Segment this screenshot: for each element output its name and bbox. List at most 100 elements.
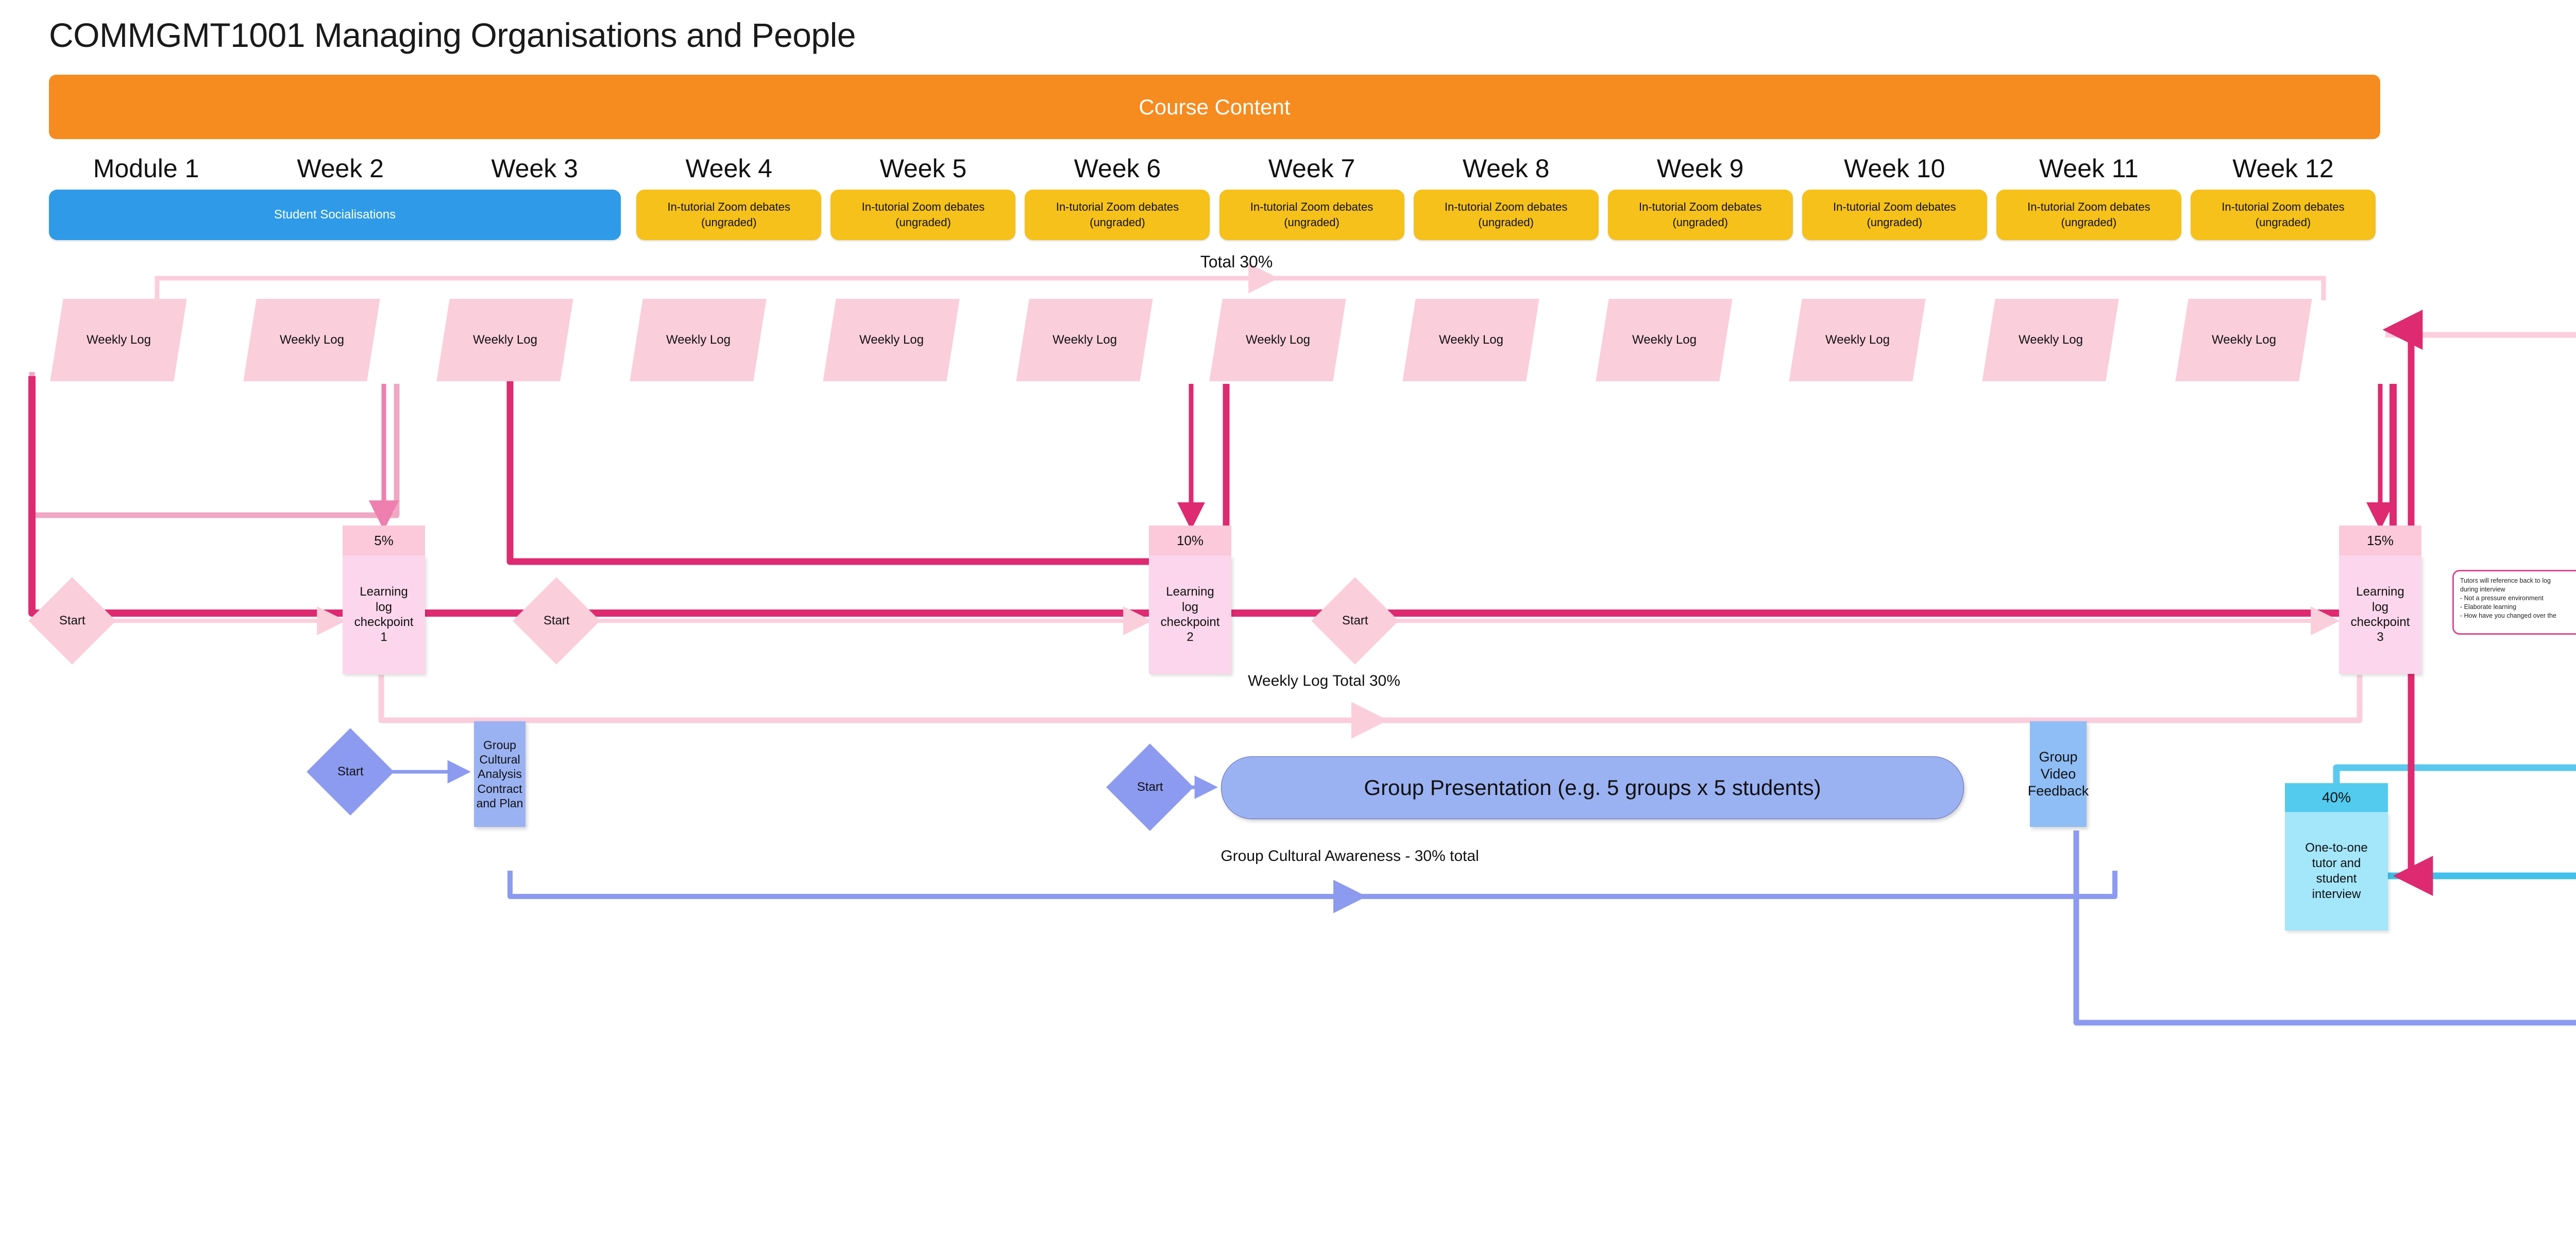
- week-label-2: Week 2: [297, 154, 384, 183]
- weekly-log-label: Weekly Log: [472, 333, 537, 347]
- zoom-debate-line-1: In-tutorial Zoom debates: [1250, 200, 1374, 214]
- start-diamond-1: Start: [28, 577, 116, 665]
- zoom-debate-box-week-6: In-tutorial Zoom debates (ungraded): [1025, 190, 1210, 240]
- zoom-debate-line-1: In-tutorial Zoom debates: [1638, 200, 1762, 214]
- start-diamond-3: Start: [1311, 577, 1399, 665]
- weekly-log-6: Weekly Log: [1016, 299, 1153, 381]
- zoom-debate-box-week-5: In-tutorial Zoom debates(ungraded): [831, 190, 1016, 240]
- weekly-log-label: Weekly Log: [1438, 333, 1503, 347]
- gca-line-3: Analysis: [478, 767, 522, 781]
- week-label-6: Week 6: [1074, 154, 1161, 183]
- zoom-debate-line-2: (ungraded): [1867, 216, 1923, 229]
- weekly-log-label: Weekly Log: [1245, 333, 1310, 347]
- group-video-feedback-box: Group Video Feedback: [2027, 721, 2089, 827]
- weekly-log-10: Weekly Log: [1789, 299, 1926, 381]
- zoom-debate-line-2: (ungraded): [1672, 216, 1728, 229]
- weekly-log-11: Weekly Log: [1982, 299, 2119, 381]
- weekly-log-3: Weekly Log: [436, 299, 573, 381]
- start-label: Start: [1137, 780, 1163, 794]
- zoom-debate-line-2: (ungraded): [2255, 216, 2311, 229]
- weekly-log-12: Weekly Log: [2175, 299, 2312, 381]
- oto-line-2: tutor and: [2312, 856, 2361, 870]
- weekly-log-label: Weekly Log: [2211, 333, 2276, 347]
- weekly-log-5: Weekly Log: [823, 299, 960, 381]
- start-label: Start: [1342, 614, 1368, 628]
- checkpoint-3-line-2: log: [2371, 600, 2389, 614]
- tutor-note-callout: Tutors will reference back to log during…: [2452, 570, 2576, 635]
- checkpoint-1-line-3: checkpoint: [354, 615, 414, 629]
- tutor-note-line-3: - Not a pressure environment: [2460, 594, 2544, 602]
- group-presentation-box: Group Presentation (e.g. 5 groups x 5 st…: [1221, 756, 1964, 819]
- one-to-one-percentage: 40%: [2285, 783, 2388, 812]
- start-diamond-group-cultural: Start: [307, 728, 394, 816]
- zoom-debate-line-1: In-tutorial Zoom debates: [1444, 200, 1568, 214]
- gca-line-2: Cultural: [479, 753, 520, 767]
- zoom-debate-line-2: (ungraded): [701, 216, 757, 229]
- one-to-one-interview-card: 40% One-to-one tutor and student intervi…: [2285, 783, 2388, 930]
- zoom-debate-line-2: (ungraded): [895, 216, 951, 229]
- checkpoint-1-line-2: log: [375, 600, 393, 614]
- week-label-1: Module 1: [93, 154, 199, 183]
- week-label-3: Week 3: [491, 154, 578, 183]
- weekly-log-label: Weekly Log: [2018, 333, 2083, 347]
- checkpoint-percentage-1: 5%: [343, 526, 425, 555]
- zoom-debate-line-1: In-tutorial Zoom debates: [667, 200, 791, 214]
- week-label-9: Week 9: [1656, 154, 1744, 183]
- weekly-log-1: Weekly Log: [50, 299, 187, 381]
- checkpoint-1-line-4: 1: [380, 630, 387, 645]
- start-label: Start: [59, 614, 86, 628]
- zoom-debate-line-1: In-tutorial Zoom debates: [2222, 200, 2345, 214]
- checkpoint-3-line-1: Learning: [2356, 585, 2404, 599]
- week-label-10: Week 10: [1844, 154, 1945, 183]
- zoom-debate-line-1: In-tutorial Zoom debates: [2027, 200, 2150, 214]
- zoom-debate-line-2: (ungraded): [1090, 216, 1145, 229]
- tutor-note-line-2: during interview: [2460, 585, 2505, 593]
- checkpoint-2-line-4: 2: [1187, 630, 1194, 645]
- gvid-line-3: Feedback: [2027, 783, 2089, 799]
- tutor-note-line-5: - How have you changed over the: [2460, 612, 2556, 619]
- total-30-label: Total 30%: [1200, 252, 1273, 271]
- zoom-debate-box-week-11: In-tutorial Zoom debates (ungraded): [1996, 190, 2181, 240]
- page-title: COMMGMT1001 Managing Organisations and P…: [49, 16, 856, 54]
- zoom-debate-line-2: (ungraded): [1284, 216, 1340, 229]
- weekly-log-label: Weekly Log: [1632, 333, 1697, 347]
- weekly-log-9: Weekly Log: [1596, 299, 1733, 381]
- start-diamond-group-presentation: Start: [1106, 743, 1194, 831]
- checkpoint-2-line-2: log: [1181, 600, 1199, 614]
- week-label-12: Week 12: [2232, 154, 2334, 183]
- week-label-7: Week 7: [1268, 154, 1355, 183]
- zoom-debate-box-week-10: In-tutorial Zoom debates (ungraded): [1802, 190, 1987, 240]
- checkpoint-3-line-4: 3: [2377, 630, 2384, 645]
- weekly-log-label: Weekly Log: [859, 333, 924, 347]
- weekly-log-8: Weekly Log: [1402, 299, 1539, 381]
- weekly-log-label: Weekly Log: [279, 333, 344, 347]
- weekly-log-label: Weekly Log: [1825, 333, 1890, 347]
- oto-line-1: One-to-one: [2305, 841, 2368, 855]
- oto-line-3: student: [2316, 872, 2357, 886]
- week-label-8: Week 8: [1462, 154, 1550, 183]
- zoom-debate-box-week-4: In-tutorial Zoom debates (ungraded): [636, 190, 822, 240]
- oto-line-4: interview: [2312, 887, 2361, 901]
- checkpoint-1-line-1: Learning: [360, 585, 408, 599]
- weekly-log-total-label: Weekly Log Total 30%: [1248, 672, 1400, 689]
- start-diamond-2: Start: [513, 577, 600, 665]
- weekly-log-label: Weekly Log: [666, 333, 731, 347]
- zoom-debate-line-1: In-tutorial Zoom debates: [1056, 200, 1179, 214]
- one-to-one-body: One-to-one tutor and student interview: [2285, 812, 2388, 930]
- checkpoint-2-line-3: checkpoint: [1160, 615, 1220, 629]
- zoom-debate-line-1: In-tutorial Zoom debates: [1833, 200, 1956, 214]
- checkpoint-percentage-3: 15%: [2339, 526, 2421, 555]
- checkpoint-3-line-3: checkpoint: [2350, 615, 2410, 629]
- week-label-5: Week 5: [879, 154, 967, 183]
- gvid-line-1: Group: [2039, 749, 2078, 765]
- tutor-note-line-4: - Elaborate learning: [2460, 603, 2517, 611]
- checkpoint-percentage-2: 10%: [1149, 526, 1231, 555]
- gvid-line-2: Video: [2040, 766, 2076, 782]
- zoom-debate-line-2: (ungraded): [2061, 216, 2117, 229]
